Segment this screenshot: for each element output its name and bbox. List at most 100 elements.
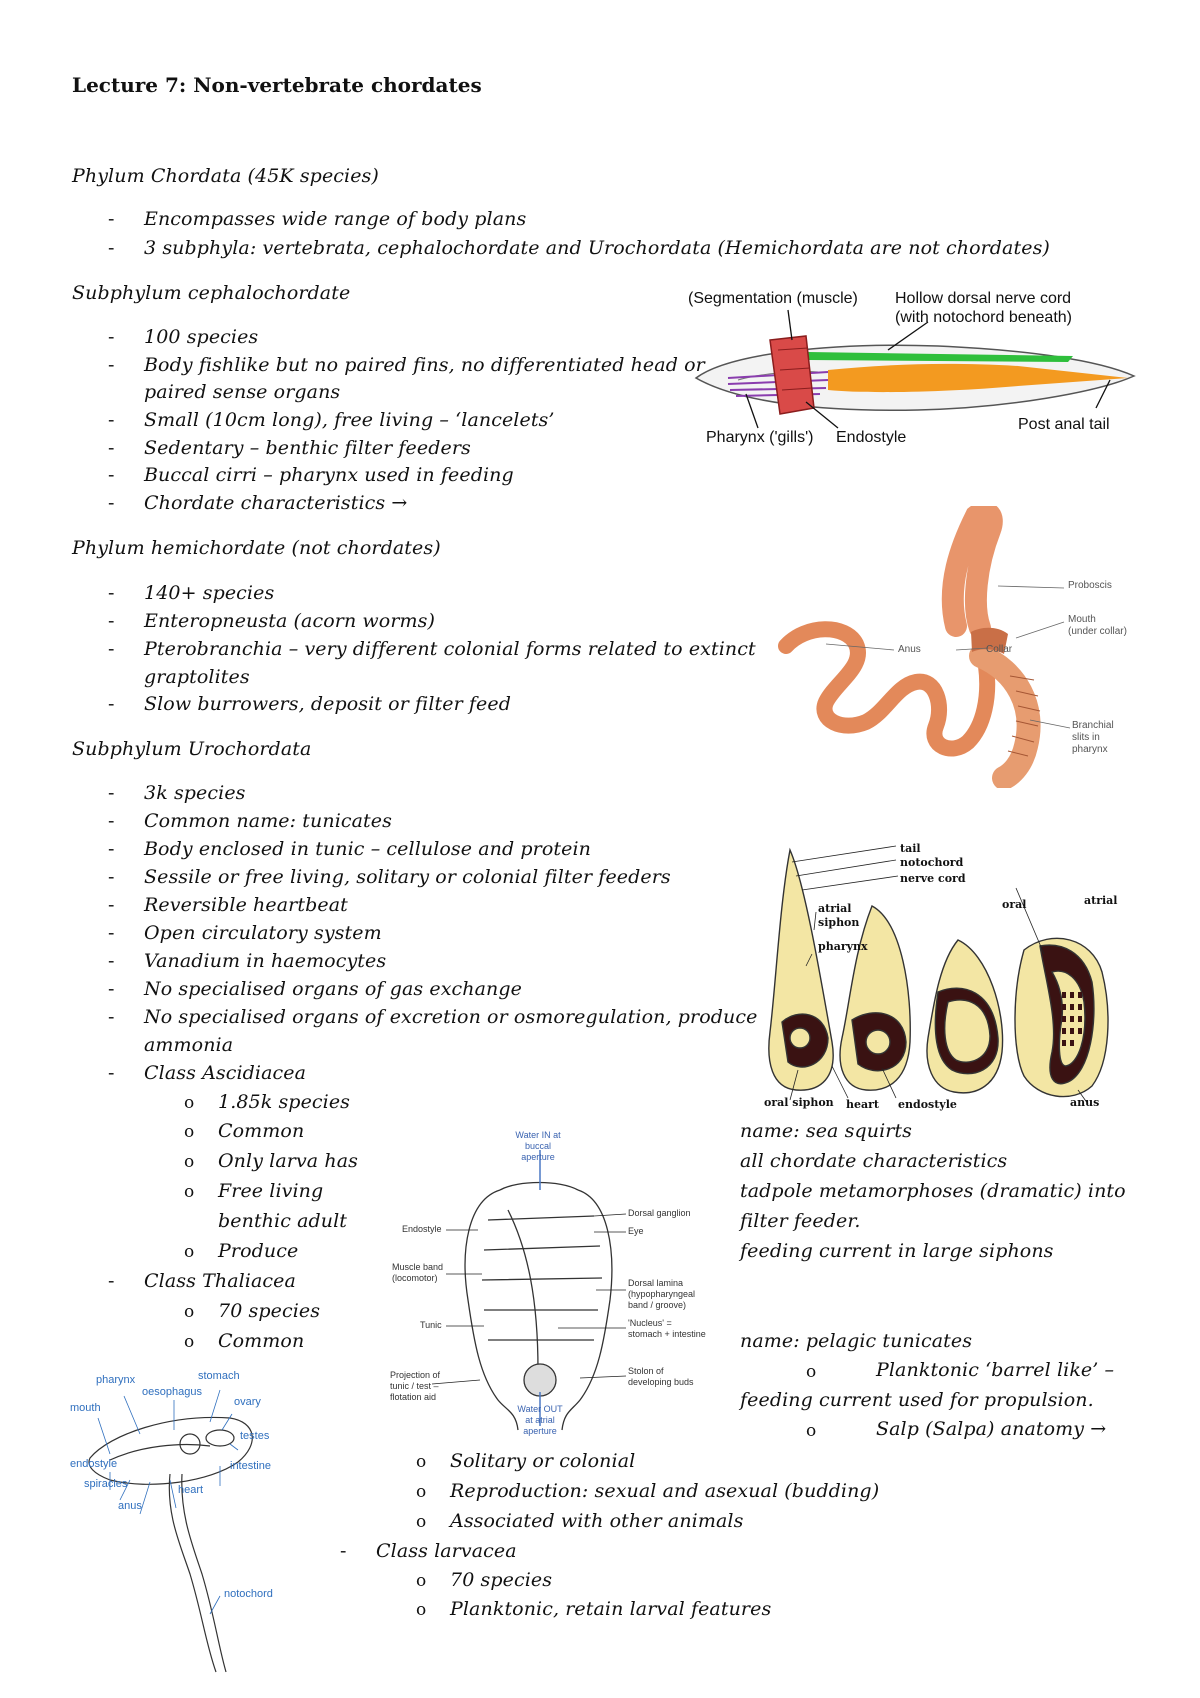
circle-bullet: o — [806, 1362, 817, 1382]
label-pharynx: pharynx — [818, 940, 868, 953]
circle-bullet: o — [416, 1452, 427, 1472]
circle-bullet: o — [184, 1242, 195, 1262]
list-item: Small (10cm long), free living – ‘lancel… — [144, 409, 555, 431]
list-item-continued: graptolites — [144, 666, 250, 688]
sub-item: Reproduction: sexual and asexual (buddin… — [450, 1480, 880, 1502]
ascidiacea-note: all chordate characteristics — [740, 1150, 1008, 1172]
list-item-class-larvacea: Class larvacea — [376, 1540, 517, 1562]
label-dorsal-ganglion: Dorsal ganglion — [628, 1208, 691, 1218]
dash-bullet: - — [108, 354, 115, 376]
list-item: Pterobranchia – very different colonial … — [144, 638, 756, 660]
label-dorsal-lamina-3: band / groove) — [628, 1300, 687, 1310]
dash-bullet: - — [108, 782, 115, 804]
thaliacea-note: name: pelagic tunicates — [740, 1330, 973, 1352]
label-post-anal-tail: Post anal tail — [1018, 416, 1110, 433]
list-item: Sedentary – benthic filter feeders — [144, 437, 471, 459]
dash-bullet: - — [340, 1540, 347, 1562]
label-muscle-band-2: (locomotor) — [392, 1273, 438, 1283]
list-item: Reversible heartbeat — [144, 894, 348, 916]
sub-item: Solitary or colonial — [450, 1450, 636, 1472]
list-item: Enteropneusta (acorn worms) — [144, 610, 435, 632]
circle-bullet: o — [184, 1122, 195, 1142]
dash-bullet: - — [108, 894, 115, 916]
circle-bullet: o — [416, 1482, 427, 1502]
label-pharynx: Pharynx ('gills') — [706, 429, 814, 446]
label-stolon: Stolon of — [628, 1366, 664, 1376]
label-proboscis: Proboscis — [1068, 580, 1112, 591]
list-item: Encompasses wide range of body plans — [144, 208, 527, 230]
label-nerve-cord: Hollow dorsal nerve cord — [895, 290, 1072, 307]
list-item: Vanadium in haemocytes — [144, 950, 387, 972]
thaliacea-note: feeding current used for propulsion. — [740, 1389, 1094, 1411]
larvacean-diagram: pharynx oesophagus stomach mouth ovary t… — [70, 1370, 290, 1674]
list-item-continued: ammonia — [144, 1034, 234, 1056]
circle-bullet: o — [184, 1182, 195, 1202]
label-endostyle: Endostyle — [836, 429, 907, 446]
list-item: Body enclosed in tunic – cellulose and p… — [144, 838, 591, 860]
list-item: 3 subphyla: vertebrata, cephalochordate … — [144, 237, 1050, 259]
circle-bullet: o — [184, 1332, 195, 1352]
label-water-in: Water IN at — [515, 1130, 561, 1140]
label-notochord: notochord — [900, 856, 964, 869]
label-projection-3: flotation aid — [390, 1392, 437, 1402]
sub-item: Free living — [218, 1180, 324, 1202]
label-water-out-3: aperture — [523, 1426, 557, 1436]
section-heading-chordata: Phylum Chordata (45K species) — [72, 165, 379, 187]
sub-item: Common — [218, 1330, 305, 1352]
label-segmentation: (Segmentation (muscle) — [688, 290, 858, 307]
list-item: Common name: tunicates — [144, 810, 392, 832]
list-item: Body fishlike but no paired fins, no dif… — [144, 354, 705, 376]
label-pharynx: pharynx — [96, 1374, 136, 1386]
list-item: Buccal cirri – pharynx used in feeding — [144, 464, 514, 486]
label-endostyle: endostyle — [70, 1458, 118, 1470]
lancelet-diagram: (Segmentation (muscle) Hollow dorsal ner… — [688, 290, 1140, 470]
dash-bullet: - — [108, 326, 115, 348]
label-testes: testes — [240, 1430, 270, 1442]
label-projection-2: tunic / test – — [390, 1381, 439, 1391]
label-muscle-band: Muscle band — [392, 1262, 444, 1272]
label-heart: heart — [178, 1484, 204, 1496]
label-atrial-siphon-2: siphon — [818, 916, 860, 929]
list-item: 100 species — [144, 326, 259, 348]
dash-bullet: - — [108, 582, 115, 604]
list-item: 140+ species — [144, 582, 275, 604]
label-tunic: Tunic — [420, 1320, 442, 1330]
label-atrial: atrial — [1084, 894, 1118, 907]
label-atrial-siphon: atrial — [818, 902, 852, 915]
sub-item: 1.85k species — [218, 1091, 351, 1113]
dash-bullet: - — [108, 1006, 115, 1028]
ascidiacea-note: feeding current in large siphons — [740, 1240, 1054, 1262]
label-water-out: Water OUT — [517, 1404, 563, 1414]
ascidiacea-note: tadpole metamorphoses (dramatic) into — [740, 1180, 1126, 1202]
dash-bullet: - — [108, 922, 115, 944]
section-heading-hemichordate: Phylum hemichordate (not chordates) — [72, 537, 441, 559]
label-oral-siphon: oral siphon — [764, 1096, 834, 1109]
ascidiacea-note: filter feeder. — [740, 1210, 861, 1232]
circle-bullet: o — [416, 1571, 427, 1591]
dash-bullet: - — [108, 866, 115, 888]
label-branchial-pharynx: pharynx — [1072, 744, 1108, 755]
acorn-worm-diagram: Proboscis Mouth (under collar) Anus Coll… — [776, 501, 1134, 790]
label-collar: Collar — [986, 644, 1013, 655]
circle-bullet: o — [806, 1421, 817, 1441]
list-item: No specialised organs of gas exchange — [144, 978, 522, 1000]
label-water-out-2: at atrial — [525, 1415, 555, 1425]
thaliacea-note: Salp (Salpa) anatomy → — [876, 1418, 1107, 1440]
dash-bullet: - — [108, 237, 115, 259]
sub-item: Planktonic, retain larval features — [450, 1598, 772, 1620]
dash-bullet: - — [108, 464, 115, 486]
dash-bullet: - — [108, 693, 115, 715]
label-dorsal-lamina: Dorsal lamina — [628, 1278, 684, 1288]
label-endostyle: Endostyle — [402, 1224, 442, 1234]
dash-bullet: - — [108, 1270, 115, 1292]
ascidian-metamorphosis-diagram: tail notochord nerve cord atrial siphon … — [762, 842, 1122, 1111]
label-nerve-cord: nerve cord — [900, 872, 966, 885]
sub-item: 70 species — [218, 1300, 321, 1322]
sub-item-continued: benthic adult — [218, 1210, 348, 1232]
label-anus: Anus — [898, 644, 921, 655]
ascidiacea-note: name: sea squirts — [740, 1120, 913, 1142]
label-endostyle: endostyle — [898, 1098, 957, 1111]
label-water-in-3: aperture — [521, 1152, 555, 1162]
label-notochord: notochord — [224, 1588, 273, 1600]
label-heart: heart — [846, 1098, 879, 1111]
